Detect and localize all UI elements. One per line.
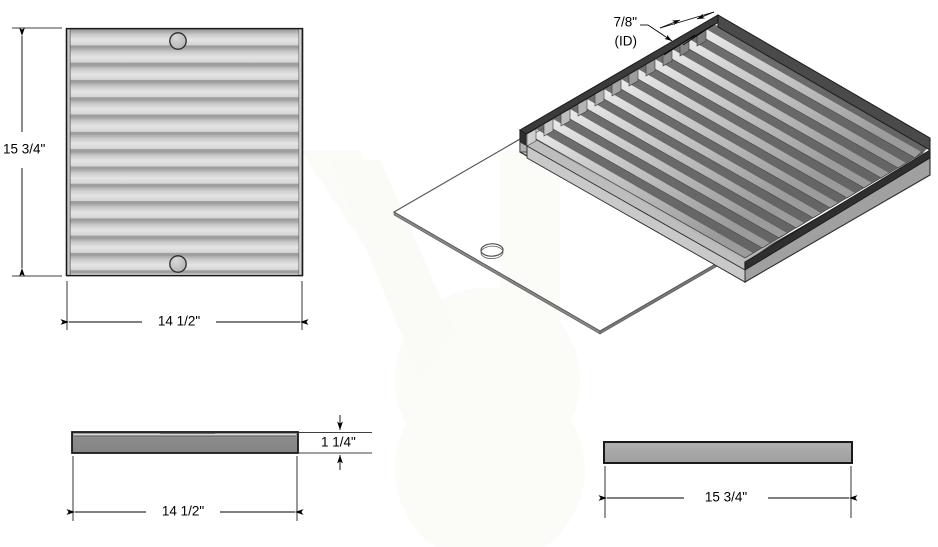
dim-label-side-length: 15 3/4": [705, 490, 748, 505]
front-view-body: [71, 431, 299, 454]
iso-left-skirt: [526, 145, 746, 283]
dim-label-top-height: 15 3/4": [3, 142, 46, 157]
iso-rib-deck: [519, 14, 931, 283]
dim-front-width: 14 1/2": [66, 456, 304, 521]
dim-label-front-thickness: 1 1/4": [321, 435, 356, 450]
iso-channel-shadows: [536, 24, 929, 253]
dim-label-iso-id: 7/8": [613, 15, 637, 30]
dim-side-length: 15 3/4": [598, 466, 858, 518]
dim-label-front-width: 14 1/2": [162, 504, 205, 519]
front-view: 14 1/2" 1 1/4": [66, 415, 372, 521]
top-view-left-rail: [66, 28, 71, 276]
top-view-rib-group: [70, 28, 299, 276]
side-view: 15 3/4": [598, 441, 858, 518]
dim-label-iso-id-sub: (ID): [615, 34, 638, 49]
background-watermark: [300, 150, 585, 547]
dim-iso-channel-id: 7/8" (ID): [613, 11, 715, 56]
iso-front-rail: [744, 149, 931, 271]
dim-top-width: 14 1/2": [60, 281, 309, 330]
side-view-body: [603, 441, 853, 464]
top-view-right-rail: [298, 28, 303, 276]
isometric-view: 7/8" (ID): [392, 11, 932, 335]
dim-top-height: 15 3/4": [3, 27, 62, 277]
dim-label-top-width: 14 1/2": [158, 314, 201, 329]
top-view-hole-upper: [169, 32, 187, 50]
top-view-hole-lower: [169, 255, 187, 273]
top-view: 15 3/4" 14 1/2": [3, 27, 309, 330]
iso-cover-finger-hole: [480, 243, 504, 257]
dim-front-thickness: 1 1/4": [299, 415, 372, 470]
